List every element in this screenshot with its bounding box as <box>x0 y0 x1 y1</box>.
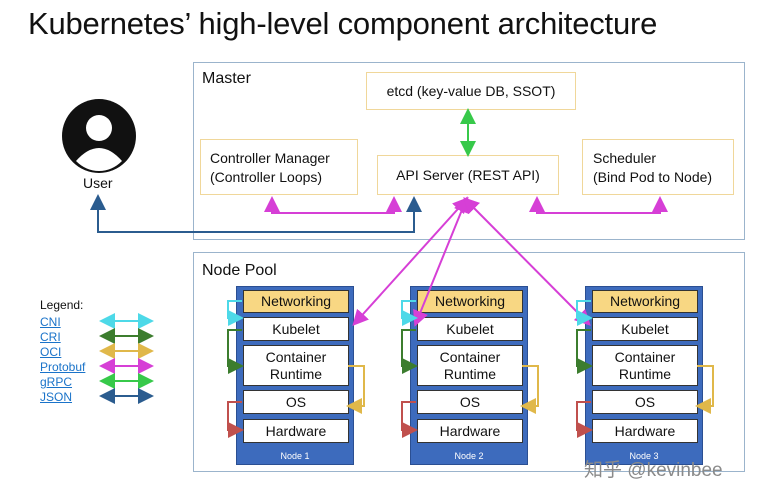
node2-oci-arrow <box>520 365 539 414</box>
scheduler-line1: Scheduler <box>593 150 657 166</box>
hardware-layer[interactable]: Hardware <box>243 419 349 443</box>
os-layer[interactable]: OS <box>592 390 698 414</box>
node2-cri-arrow <box>401 329 418 374</box>
legend-item-cni[interactable]: CNI <box>40 315 61 329</box>
legend-item-grpc[interactable]: gRPC <box>40 375 73 389</box>
user-avatar-icon <box>62 99 136 173</box>
legend-title: Legend: <box>40 298 84 312</box>
api-node3-arrow <box>463 197 591 326</box>
watermark: 知乎 @kevinbee <box>584 460 723 481</box>
controller-manager-box[interactable]: Controller Manager (Controller Loops) <box>200 139 358 195</box>
master-label: Master <box>202 70 251 87</box>
legend-item-protobuf[interactable]: Protobuf <box>40 360 86 374</box>
legend-item-cri[interactable]: CRI <box>40 330 61 344</box>
user-api-arrow <box>90 194 422 233</box>
node3-oci-arrow <box>695 365 714 414</box>
etcd-box[interactable]: etcd (key-value DB, SSOT) <box>366 72 576 110</box>
hardware-layer[interactable]: Hardware <box>592 419 698 443</box>
scheduler-line2: (Bind Pod to Node) <box>593 169 713 185</box>
api-server-label: API Server (REST API) <box>396 167 540 183</box>
scheduler-box[interactable]: Scheduler (Bind Pod to Node) <box>582 139 734 195</box>
node-name: Node 1 <box>280 451 310 461</box>
scheduler-api-arrow <box>529 196 668 214</box>
os-layer[interactable]: OS <box>417 390 523 414</box>
node-name: Node 3 <box>629 451 659 461</box>
controller-api-arrow <box>264 196 402 214</box>
node2-cni-arrow <box>401 300 418 326</box>
hardware-layer[interactable]: Hardware <box>417 419 523 443</box>
node2-hw-arrow <box>401 401 418 438</box>
node1-oci-arrow <box>346 365 365 414</box>
user-label: User <box>83 175 113 191</box>
diagram-title: Kubernetes’ high-level component archite… <box>28 6 658 41</box>
legend-item-oci[interactable]: OCI <box>40 345 62 359</box>
networking-layer[interactable]: Networking <box>243 290 349 313</box>
node3-cni-arrow <box>576 300 593 326</box>
networking-layer[interactable]: Networking <box>592 290 698 313</box>
controller-manager-line2: (Controller Loops) <box>210 169 323 185</box>
etcd-label: etcd (key-value DB, SSOT) <box>386 83 556 99</box>
api-node1-arrow <box>352 197 469 326</box>
node-pool-label: Node Pool <box>202 262 277 279</box>
os-layer[interactable]: OS <box>243 390 349 414</box>
kubelet-layer[interactable]: Kubelet <box>592 317 698 341</box>
legend-item-json[interactable]: JSON <box>40 390 73 404</box>
node3-cri-arrow <box>576 329 593 374</box>
node1-hw-arrow <box>227 401 244 438</box>
node1-cni-arrow <box>227 300 244 326</box>
node1-cri-arrow <box>227 329 244 374</box>
node-name: Node 2 <box>454 451 484 461</box>
kubelet-layer[interactable]: Kubelet <box>243 317 349 341</box>
controller-manager-line1: Controller Manager <box>210 150 330 166</box>
api-node2-arrow <box>413 196 469 327</box>
node3-hw-arrow <box>576 401 593 438</box>
